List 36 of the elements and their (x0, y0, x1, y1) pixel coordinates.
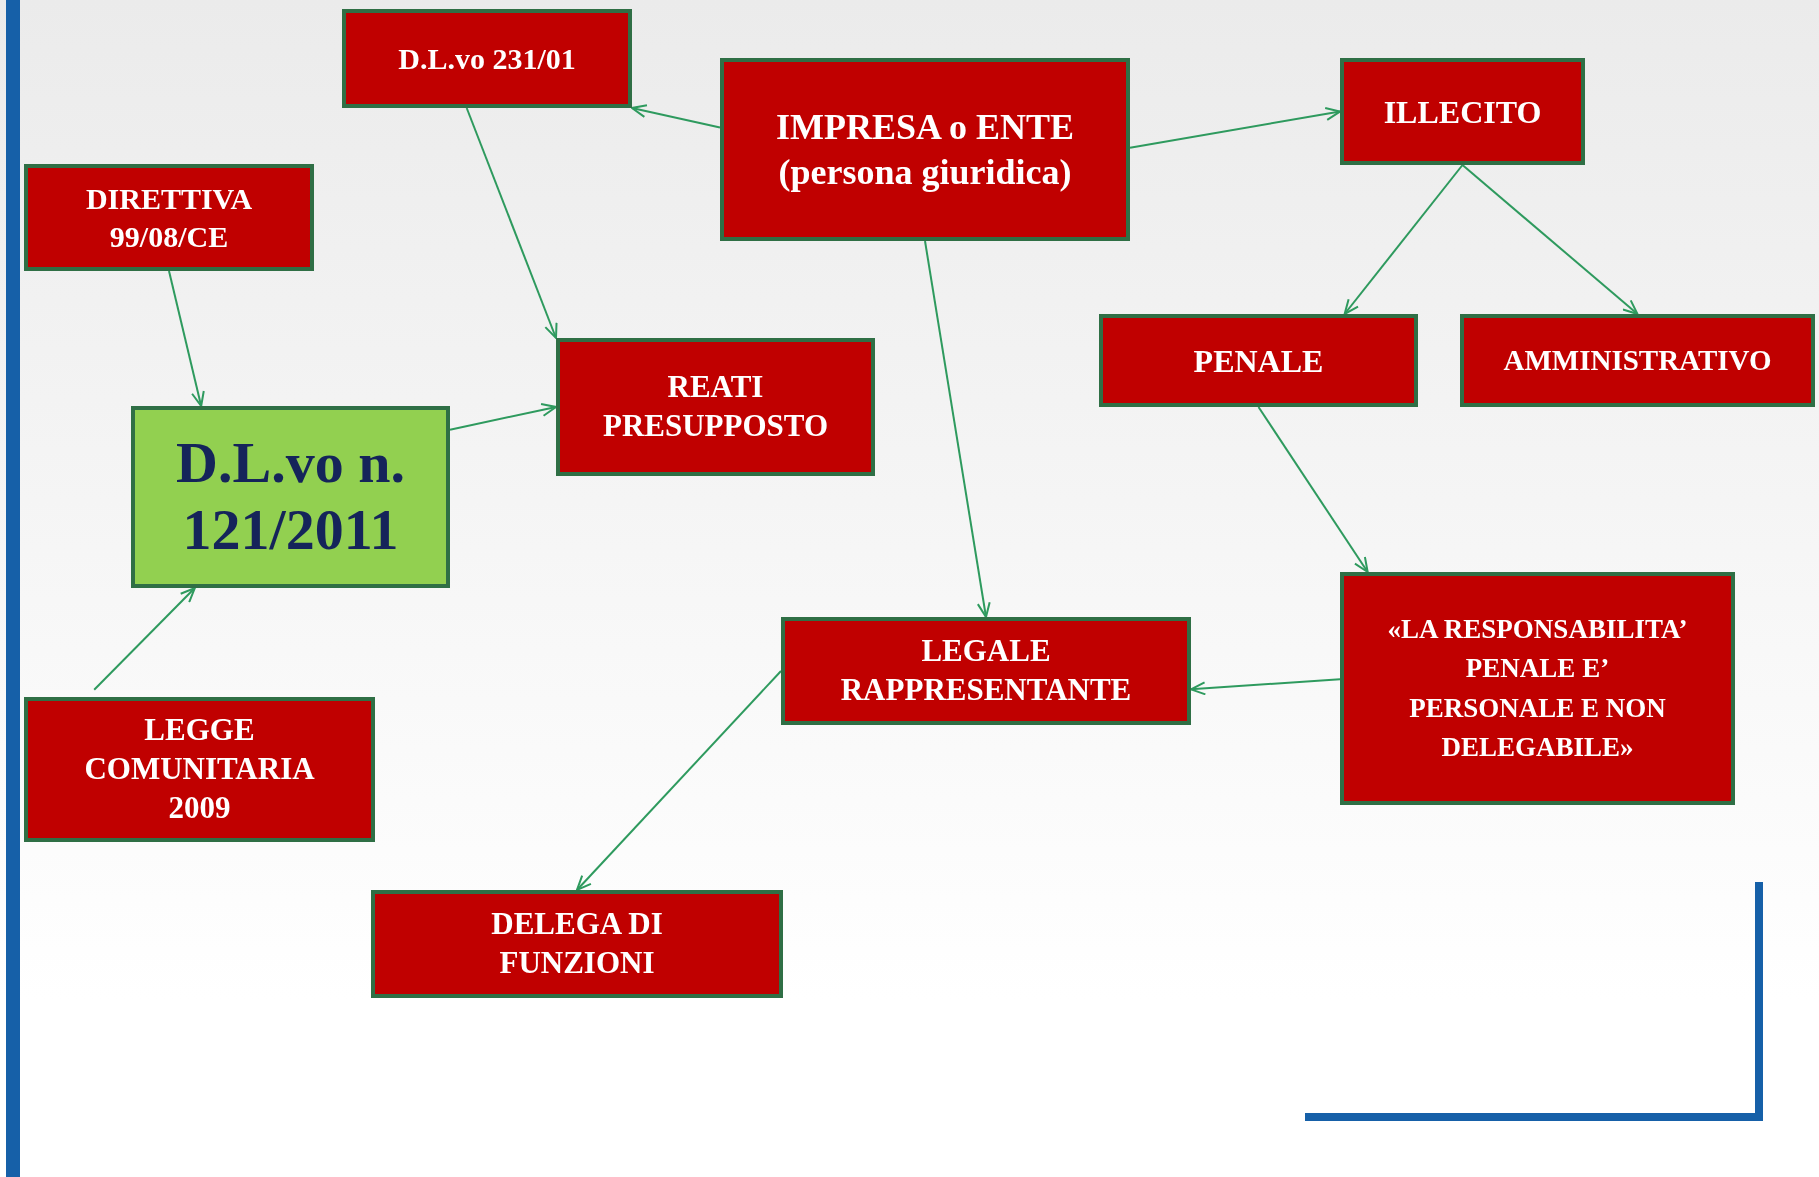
arrow (168, 270, 205, 407)
concept-box (24, 164, 314, 271)
concept-box (556, 338, 875, 476)
box-label: IMPRESA o ENTE (persona giuridica) (774, 105, 1076, 194)
box-label: ILLECITO (1383, 92, 1542, 132)
concept-box (1340, 58, 1585, 165)
box-label: «LA RESPONSABILITA’ PENALE E’ PERSONALE E NON DELEGABILE» (1386, 613, 1689, 764)
arrow (631, 104, 721, 129)
arrow (576, 670, 782, 891)
concept-box (781, 617, 1191, 725)
arrow (1190, 678, 1341, 696)
arrow (924, 240, 991, 618)
box-label: REATI PRESUPPOSTO (601, 368, 830, 445)
concept-box (24, 697, 375, 842)
arrow (1461, 164, 1639, 315)
concept-box (1460, 314, 1815, 407)
box-label: LEGALE RAPPRESENTANTE (839, 632, 1133, 709)
box-label: LEGGE COMUNITARIA 2009 (83, 711, 316, 827)
concept-box (371, 890, 783, 998)
concept-box (342, 9, 632, 108)
arrow (1257, 406, 1369, 573)
box-label: D.L.vo n. 121/2011 (175, 430, 406, 564)
box-label: PENALE (1193, 341, 1324, 381)
arrow (1343, 164, 1464, 315)
box-label: AMMINISTRATIVO (1503, 343, 1772, 379)
arrow (465, 107, 558, 339)
concept-box (131, 406, 450, 588)
concept-box (1099, 314, 1418, 407)
box-label: DIRETTIVA 99/08/CE (84, 181, 254, 255)
box-label: D.L.vo 231/01 (398, 40, 576, 77)
arrow (449, 403, 557, 431)
arrow (1129, 106, 1341, 149)
box-label: DELEGA DI FUNZIONI (490, 905, 664, 982)
concept-box (720, 58, 1130, 241)
arrow (93, 587, 196, 691)
concept-box (1340, 572, 1735, 805)
